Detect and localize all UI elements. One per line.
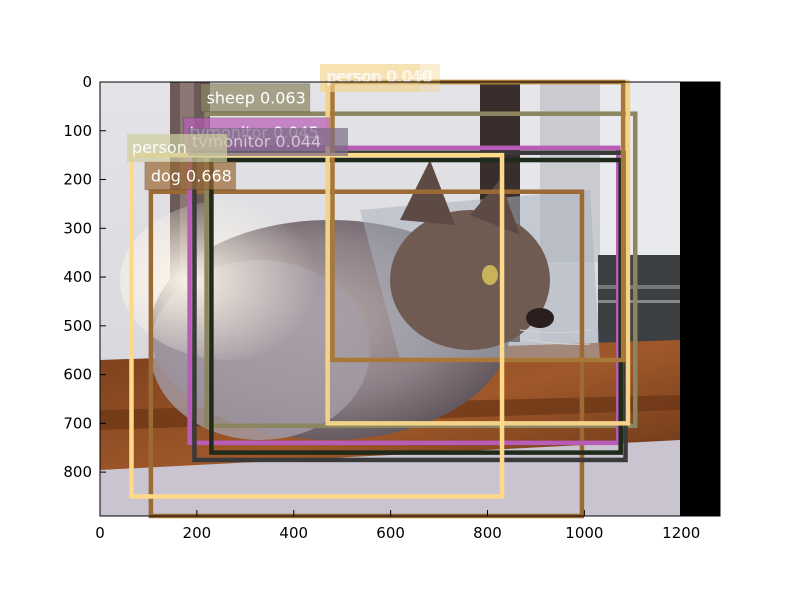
detection-boxes (129, 79, 638, 519)
y-tick-label: 0 (82, 73, 92, 91)
image-padding (680, 82, 720, 516)
x-tick-label: 0 (95, 524, 105, 542)
x-tick-label: 1200 (662, 524, 700, 542)
detection-label-bg (200, 83, 311, 113)
axes-frame (99, 81, 721, 517)
x-tick-label: 600 (376, 524, 405, 542)
det-label-person-left: person (132, 138, 187, 157)
x-tick-label: 200 (183, 524, 212, 542)
x-axis: 0 200 400 600 800 1000 1200 (95, 510, 700, 542)
overlap-labels: person 0.040 person 0.050 tvmonitor 0.04… (127, 64, 440, 162)
y-tick-label: 100 (63, 122, 92, 140)
y-tick-label: 300 (63, 219, 92, 237)
y-axis: 0 100 200 300 400 500 600 700 800 (63, 73, 106, 481)
detection-label-bg (144, 161, 237, 191)
detection-box (209, 157, 623, 455)
y-tick-label: 800 (63, 463, 92, 481)
detection-label: sheep 0.063 (207, 89, 306, 108)
detection-box (204, 111, 638, 429)
y-tick-label: 700 (63, 414, 92, 432)
y-tick-label: 600 (63, 366, 92, 384)
x-tick-label: 800 (473, 524, 502, 542)
detection-label: dog 0.668 (151, 167, 232, 186)
detection-box (187, 145, 621, 446)
y-tick-label: 500 (63, 317, 92, 335)
detection-box (192, 150, 628, 463)
y-tick-label: 400 (63, 268, 92, 286)
y-tick-label: 200 (63, 171, 92, 189)
det-label-person-top-b: person 0.050 (328, 67, 434, 86)
x-tick-label: 1000 (565, 524, 603, 542)
det-label-person-top-a: person 0.040 (326, 67, 432, 86)
x-tick-label: 400 (279, 524, 308, 542)
